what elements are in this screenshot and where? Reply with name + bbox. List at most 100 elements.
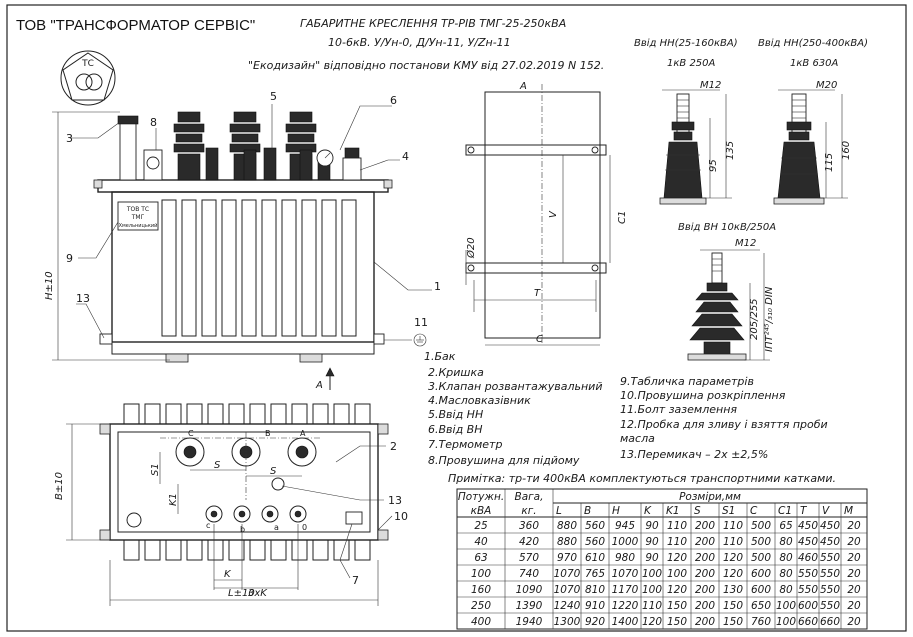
table-cell: 1090 — [516, 584, 543, 596]
hv-bushing-title: Ввід ВН 10кВ/250А — [678, 221, 776, 233]
table-cell: 110 — [667, 520, 687, 532]
hv-din-spec: ІПТ²⁴⁵/₃₁₀ DIN — [763, 286, 775, 352]
lv-large-bushing-rating: 1кВ 630А — [790, 58, 839, 69]
terminal-lv-a: a — [274, 523, 279, 532]
callout-5: 5 — [270, 90, 277, 103]
table-cell: 810 — [585, 584, 605, 596]
table-col-l: L — [556, 505, 562, 517]
table-cell: 560 — [585, 536, 605, 548]
table-head-mass-unit: кг. — [521, 505, 536, 517]
view-a-label: А — [315, 380, 323, 391]
lv-bushing-small-drawing — [659, 89, 732, 205]
company-logo: ТС — [60, 50, 116, 106]
nameplate-line3: Хмельницький — [119, 222, 158, 229]
legend-5: 5.Ввід НН — [428, 408, 483, 421]
hv-dim-205-255: 205/255 — [749, 298, 760, 340]
table-cell: 90 — [645, 520, 659, 532]
table-cell: 120 — [723, 568, 743, 580]
table-cell: 120 — [723, 552, 743, 564]
lv-large-dim-160: 160 — [841, 141, 852, 160]
table-cell: 200 — [695, 520, 715, 532]
table-cell: 80 — [779, 552, 793, 564]
lv-large-dim-115: 115 — [824, 153, 835, 172]
table-cell: 20 — [847, 616, 861, 628]
table-cell: 120 — [667, 584, 687, 596]
callout-11: 11 — [414, 316, 428, 329]
table-cell: 740 — [519, 568, 539, 580]
side-view-drawing — [465, 84, 611, 346]
terminal-lv-0: 0 — [302, 523, 307, 532]
table-col-k: K — [644, 505, 652, 517]
legend-1: 1.Бак — [424, 350, 456, 363]
table-cell: 63 — [474, 552, 487, 564]
callout-4: 4 — [402, 150, 409, 163]
side-v-label: V — [548, 210, 559, 218]
logo-text: ТС — [81, 59, 94, 69]
legend-7: 7.Термометр — [428, 438, 502, 451]
callout-2: 2 — [390, 440, 397, 453]
legend-8: 8.Провушина для підйому — [428, 454, 580, 467]
table-cell: 100 — [776, 616, 796, 628]
table-cell: 150 — [667, 600, 687, 612]
terminal-lv-c: c — [206, 521, 210, 530]
table-cell: 100 — [642, 584, 662, 596]
terminal-lv-b: b — [240, 525, 245, 534]
table-cell: 150 — [723, 600, 743, 612]
table-cell: 550 — [820, 600, 840, 612]
callout-6: 6 — [390, 94, 397, 107]
lv-large-thread: М20 — [816, 80, 837, 91]
table-cell: 20 — [847, 584, 861, 596]
table-col-b: B — [584, 505, 591, 517]
table-cell: 1220 — [612, 600, 639, 612]
table-cell: 200 — [695, 552, 715, 564]
lv-small-bushing-title: Ввід НН(25-160кВА) — [634, 37, 738, 49]
callout-3: 3 — [66, 132, 73, 145]
table-cell: 400 — [471, 616, 491, 628]
callout-13-plan: 13 — [388, 494, 402, 507]
table-cell: 360 — [519, 520, 539, 532]
3k-dimension: 3хK — [248, 588, 268, 599]
table-cell: 765 — [585, 568, 605, 580]
table-cell: 945 — [615, 520, 635, 532]
table-cell: 20 — [847, 568, 861, 580]
table-cell: 1400 — [612, 616, 639, 628]
header-ecodesign: "Екодизайн" відповідно постанови КМУ від… — [248, 59, 604, 72]
header-connection: 10-6кВ. У/Ун-0, Д/Ун-11, У/Zн-11 — [328, 36, 511, 49]
table-cell: 80 — [779, 584, 793, 596]
legend-13: 13.Перемикач – 2х ±2,5% — [620, 448, 768, 461]
length-dimension: L±10 — [228, 588, 255, 599]
table-cell: 600 — [751, 584, 771, 596]
table-cell: 880 — [557, 520, 577, 532]
side-c-label: C — [536, 334, 543, 345]
table-cell: 110 — [723, 520, 743, 532]
table-cell: 200 — [695, 536, 715, 548]
table-cell: 1170 — [612, 584, 639, 596]
k1-dimension: K1 — [168, 493, 179, 506]
table-cell: 65 — [779, 520, 793, 532]
side-a-label: А — [519, 81, 527, 92]
table-cell: 760 — [751, 616, 771, 628]
table-col-h: H — [612, 505, 620, 517]
callout-9: 9 — [66, 252, 73, 265]
legend-2: 2.Кришка — [428, 366, 484, 379]
height-dimension: H±10 — [44, 271, 55, 300]
table-cell: 970 — [557, 552, 577, 564]
table-head-power: Потужн. — [458, 491, 504, 503]
table-cell: 20 — [847, 600, 861, 612]
hv-bushing-thread: М12 — [735, 238, 756, 249]
table-cell: 110 — [667, 536, 687, 548]
lv-large-bushing-title: Ввід НН(250-400кВА) — [758, 37, 868, 49]
table-cell: 660 — [798, 616, 818, 628]
table-head-dimensions: Розміри,мм — [679, 491, 741, 503]
table-cell: 200 — [695, 616, 715, 628]
earth-symbol — [413, 333, 427, 347]
table-head-mass: Вага, — [515, 491, 544, 503]
table-cell: 450 — [820, 520, 840, 532]
table-cell: 1940 — [516, 616, 543, 628]
table-col-c: C — [750, 505, 758, 517]
table-cell: 500 — [751, 536, 771, 548]
table-cell: 100 — [776, 600, 796, 612]
table-cell: 20 — [847, 536, 861, 548]
